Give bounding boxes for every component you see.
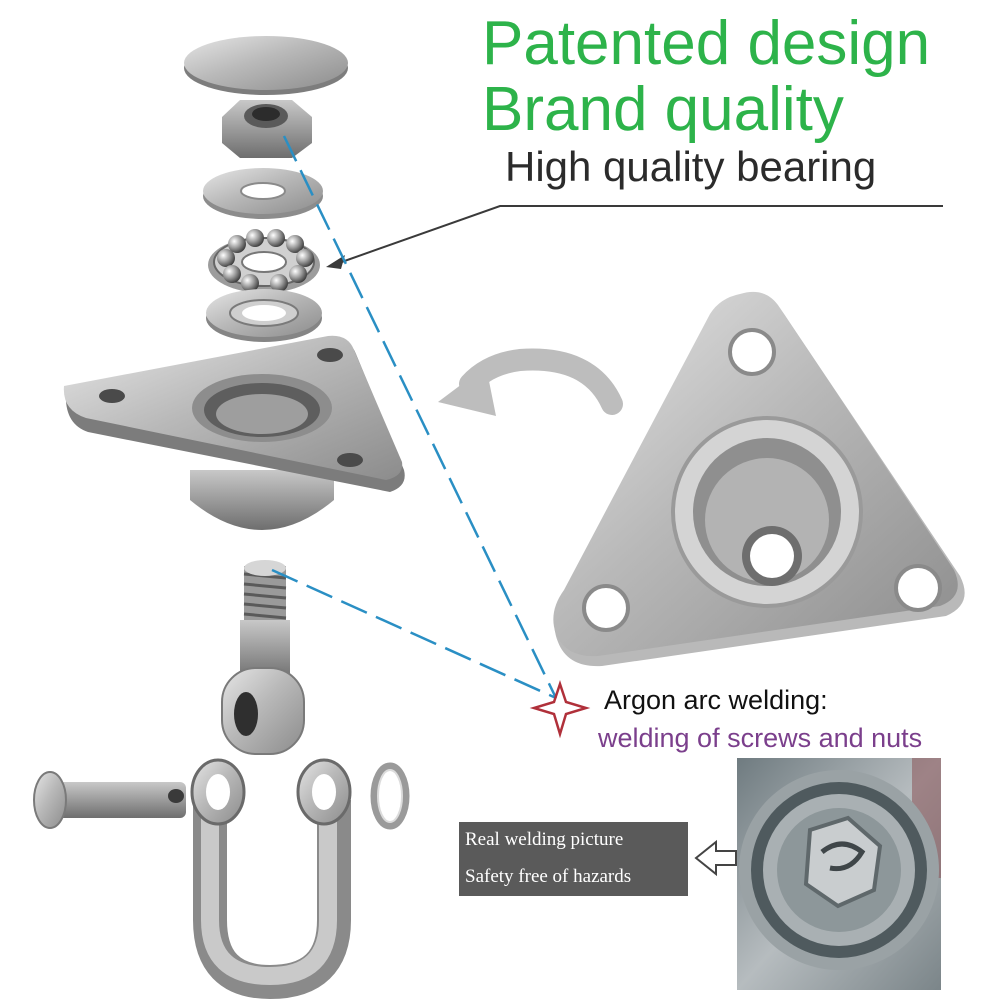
welding-label-line-2: Safety free of hazards	[465, 866, 632, 887]
welding-photo-label: Real welding picture Safety free of haza…	[459, 822, 688, 896]
washer-icon	[203, 168, 323, 219]
curved-arrow-icon	[438, 348, 623, 416]
triangle-plate-icon	[553, 291, 965, 667]
flat-cap-icon	[184, 36, 348, 95]
hollow-left-arrow-icon	[694, 839, 737, 877]
ball-bearing-icon	[208, 229, 320, 293]
welding-leader-lines	[271, 135, 558, 700]
clevis-pin-icon	[33, 771, 186, 829]
bearing-washer-icon	[206, 289, 322, 342]
welding-label-line-1: Real welding picture	[465, 829, 624, 850]
bearing-pointer	[326, 205, 943, 269]
eye-bolt-icon	[221, 560, 305, 755]
d-shackle-icon	[190, 758, 352, 1000]
star-marker-icon	[529, 680, 591, 739]
headline-high-quality-bearing: High quality bearing	[505, 143, 877, 190]
argon-welding-title: Argon arc welding:	[604, 685, 828, 715]
argon-welding-detail: welding of screws and nuts	[598, 723, 923, 753]
headline-patented-design: Patented design	[482, 9, 931, 78]
triangle-mount-side-view	[63, 335, 405, 530]
welding-photo	[737, 758, 941, 990]
hex-nut-icon	[222, 100, 312, 158]
headline-brand-quality: Brand quality	[482, 75, 844, 144]
split-ring-icon	[370, 762, 410, 830]
